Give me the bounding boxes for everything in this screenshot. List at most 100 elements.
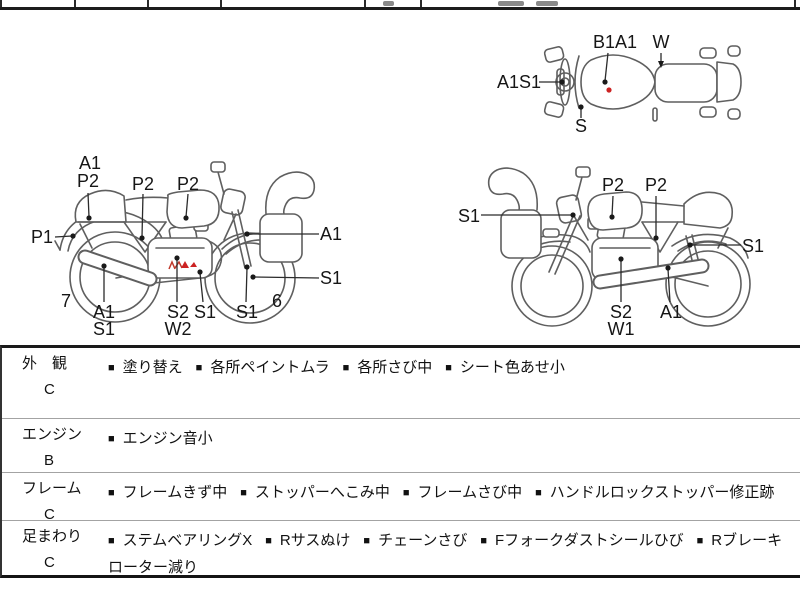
clipped-text-fragment [383, 1, 394, 6]
bullet-square-icon: ■ [535, 487, 542, 499]
category-label: フレーム [22, 480, 82, 497]
inspection-item: ■ エンジン音小 [108, 430, 213, 447]
category-label: 外 観 [22, 355, 68, 372]
inspection-table: 外 観 C ■ 塗り替え ■ 各所ペイントムラ ■ 各所さび中 ■シート色あせ小 エンジン … [0, 345, 800, 578]
inspection-item: ■ Rサスぬけ [265, 532, 350, 549]
inspection-item-text: Rブレーキローター減り [108, 532, 783, 576]
label-rear-cowl-b: P2 [77, 171, 99, 191]
bullet-square-icon: ■ [108, 535, 115, 547]
label-tank-top: B1A1 [593, 32, 637, 52]
defect-marker-red [168, 260, 197, 270]
inspection-item-text: チェーンさび [378, 532, 468, 549]
inspection-item-text: 各所さび中 [357, 359, 433, 376]
label-exhaust: S1 [194, 302, 216, 322]
inspection-item-text: Rサスぬけ [279, 532, 351, 549]
motorcycle-left-side-diagram: A1 P2 P2 P2 P1 7 A1 S1 S2 W2 S1 S1 6 A1 … [31, 153, 342, 339]
label-engine-w2: W2 [165, 319, 192, 339]
bullet-square-icon: ■ [195, 362, 203, 374]
clipped-text-fragment [536, 1, 558, 6]
inspection-item: ■ ハンドルロックストッパー修正跡 [535, 484, 774, 501]
grade-value: C [44, 506, 55, 523]
label-front-assembly: A1S1 [497, 72, 541, 92]
label-muffler-b: S1 [93, 319, 115, 339]
inspection-item: ■ フレームさび中 [403, 484, 522, 501]
label-handle-top: S [575, 116, 587, 136]
inspection-item-text: エンジン音小 [122, 430, 213, 447]
label-fork: S1 [236, 302, 258, 322]
table-column-divider [220, 0, 222, 7]
inspection-item: ■チェーンさび [363, 532, 467, 549]
bullet-square-icon: ■ [696, 535, 704, 547]
inspection-item: ■ Fフォークダストシールひび [480, 532, 683, 549]
bullet-square-icon: ■ [402, 487, 410, 499]
table-column-divider [0, 0, 2, 7]
bullet-square-icon: ■ [108, 433, 115, 445]
category-label: エンジン [22, 426, 83, 443]
bullet-square-icon: ■ [342, 362, 350, 374]
bullet-square-icon: ■ [480, 535, 487, 547]
inspection-item-text: 各所ペイントムラ [210, 359, 330, 376]
inspection-item: ■ フレームきず中 [108, 484, 227, 501]
table-column-divider [74, 0, 76, 7]
inspection-item: ■シート色あせ小 [445, 359, 565, 376]
table-column-divider [364, 0, 366, 7]
category-label: 足まわり [22, 528, 83, 545]
inspection-item-text: ハンドルロックストッパー修正跡 [549, 484, 775, 501]
label-seat-top: W [653, 32, 670, 52]
label-tank-right: P2 [602, 175, 624, 195]
inspection-item: ■ 塗り替え [108, 359, 183, 376]
bullet-square-icon: ■ [445, 362, 452, 374]
table-column-divider [420, 0, 422, 7]
inspection-item: ■ 各所ペイントムラ [196, 359, 330, 376]
inspection-item-text: 塗り替え [122, 359, 183, 376]
category-cell: 外 観 C [2, 348, 104, 418]
inspection-item-text: ストッパーへこみ中 [254, 484, 390, 501]
label-engine-w1: W1 [608, 319, 635, 339]
inspection-item-text: Fフォークダストシールひび [495, 532, 684, 549]
bullet-square-icon: ■ [240, 487, 247, 499]
inspection-item: ■ ステムベアリングX [108, 532, 252, 549]
label-side-cover: P2 [132, 174, 154, 194]
inspection-row-exterior: 外 観 C ■ 塗り替え ■ 各所ペイントムラ ■ 各所さび中 ■シート色あせ小 [2, 348, 800, 418]
category-cell: フレーム C [2, 473, 104, 523]
motorcycle-right-side-diagram: S1 P2 P2 S1 S2 W1 A1 [458, 166, 764, 339]
inspection-item-text: フレームきず中 [122, 484, 228, 501]
table-column-divider [147, 0, 149, 7]
grade-value: B [44, 452, 55, 469]
grade-value: C [44, 554, 55, 571]
motorcycle-top-view-art [543, 45, 742, 122]
items-cell: ■ フレームきず中 ■ ストッパーへこみ中 ■ フレームさび中 ■ ハンドルロックストッパー修… [104, 473, 800, 520]
motorcycle-top-view-diagram: A1S1 B1A1 W S [497, 32, 742, 136]
table-border [0, 7, 800, 10]
label-side-cover-right: P2 [645, 175, 667, 195]
bullet-square-icon: ■ [108, 362, 115, 374]
items-cell: ■ ステムベアリングX ■ Rサスぬけ ■チェーンさび ■ Fフォークダストシールひび ■Rブ… [104, 521, 800, 576]
motorcycle-right-art [487, 166, 751, 327]
label-front-wheel-number: 6 [272, 291, 282, 311]
cropped-table-row [0, 0, 800, 11]
label-rear-wheel-number: 7 [61, 291, 71, 311]
label-rear-shock: S1 [742, 236, 764, 256]
top-view-leaders [539, 52, 664, 118]
inspection-row-undercarriage: 足まわり C ■ステムベアリングX■Rサスぬけ■チェーンさび■Fフォークダストシ… [2, 520, 800, 576]
inspection-item-text: フレームさび中 [417, 484, 523, 501]
defect-marker-red [606, 87, 612, 93]
bullet-square-icon: ■ [265, 535, 272, 547]
bullet-square-icon: ■ [108, 487, 115, 499]
inspection-row-engine: エンジン B ■ エンジン音小 [2, 418, 800, 472]
inspection-row-frame: フレーム C ■ フレームきず中 ■ ストッパーへこみ中 ■ フレームさび中 ■ ハンドルロッ… [2, 472, 800, 523]
label-engine-s2: S2 [167, 302, 189, 322]
label-front-wheel: S1 [320, 268, 342, 288]
label-engine-s2-right: S2 [610, 302, 632, 322]
label-muffler-a: A1 [93, 302, 115, 322]
inspection-item-text: ステムベアリングX [122, 532, 253, 549]
items-cell: ■ 塗り替え ■ 各所ペイントムラ ■ 各所さび中 ■シート色あせ小 [104, 348, 800, 418]
items-cell: ■ エンジン音小 [104, 419, 800, 472]
label-tank-left: P2 [177, 174, 199, 194]
category-cell: エンジン B [2, 419, 104, 472]
category-cell: 足まわり C [2, 521, 104, 575]
table-column-divider [794, 0, 796, 7]
label-front-fender: A1 [320, 224, 342, 244]
label-muffler-right: A1 [660, 302, 682, 322]
